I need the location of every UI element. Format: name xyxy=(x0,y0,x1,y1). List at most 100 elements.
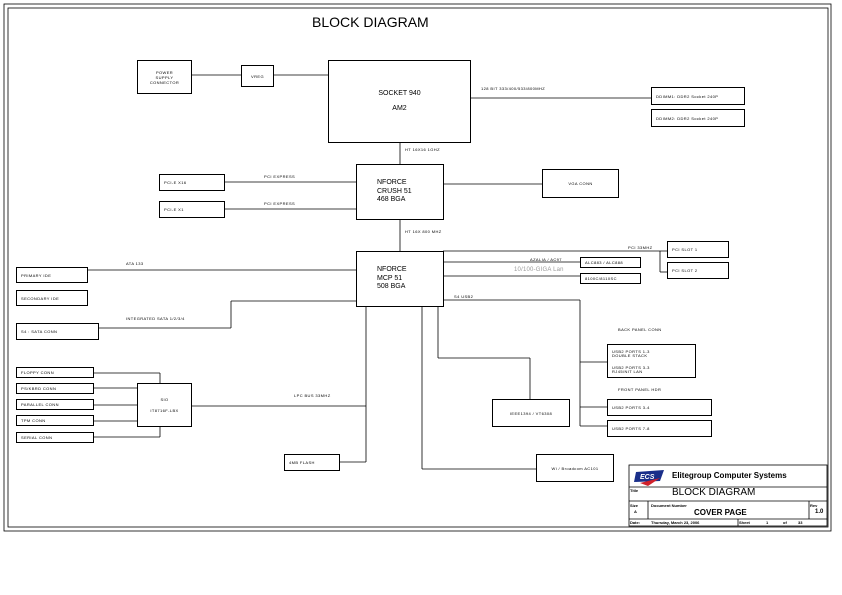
primary-ide-label: PRIMARY IDE xyxy=(21,272,52,278)
power-supply-connector: POWER SUPPLY CONNECTOR xyxy=(137,60,192,94)
svg-text:ECS: ECS xyxy=(640,474,655,481)
keyboard-conn-label: PS/KBRD CONN xyxy=(21,386,57,391)
serial-conn-block: SERIAL CONN xyxy=(16,432,94,443)
ht-cpu-label: HT 16X16 1GHZ xyxy=(405,147,440,152)
usb-bus-label: S4 USB2 xyxy=(454,294,474,299)
sheet-of-label: of xyxy=(783,520,787,525)
sheet-total: 33 xyxy=(798,520,803,525)
pcie-x1-bus-label: PCI EXPRESS xyxy=(264,201,296,206)
socket-type: AM2 xyxy=(392,104,407,112)
super-io-block: SIO IT8716F-LBX xyxy=(137,383,192,427)
pcie-x16-block: PCI-E X16 xyxy=(159,174,225,191)
rev-value: 1.0 xyxy=(815,509,824,515)
flash-label: 4MB FLASH xyxy=(289,460,315,465)
dimm2-block: DDIMM2: DDR2 Socket 240P xyxy=(651,109,745,127)
pci-slot2-block: PCI SLOT 2 xyxy=(667,262,729,279)
page-title: BLOCK DIAGRAM xyxy=(312,14,429,30)
pcie-x1-label: PCI-E X1 xyxy=(164,207,184,212)
pci-bus-label: PCI 33MHZ xyxy=(628,245,653,250)
flash-block: 4MB FLASH xyxy=(284,454,340,471)
usb-rear-block: USB2 PORTS 1-3 DOUBLE STACK USB2 PORTS 3… xyxy=(607,344,696,378)
date-value: Thursday, March 23, 2006 xyxy=(651,520,700,525)
inner-frame xyxy=(7,7,829,528)
outer-frame xyxy=(3,3,832,532)
primary-ide-block: PRIMARY IDE xyxy=(16,267,88,283)
ecs-logo: ECS xyxy=(634,470,664,486)
wireless-label: Wi / Broadcom AC101 xyxy=(551,465,599,471)
lan-phy-block: 8100C/8110SC xyxy=(580,273,641,284)
floppy-conn-label: FLOPPY CONN xyxy=(21,370,54,375)
tpm-conn-label: TPM CONN xyxy=(21,418,46,423)
sio-line1: SIO xyxy=(160,397,169,402)
power-supply-line2: SUPPLY xyxy=(155,74,174,80)
title-label: Title xyxy=(630,488,639,493)
pcie-x16-label: PCI-E X16 xyxy=(164,180,187,185)
vreg-label: VREG xyxy=(251,73,264,79)
pcie-x1-block: PCI-E X1 xyxy=(159,201,225,218)
memory-bus-label: 128 BIT 333/400/533/800MHZ xyxy=(481,86,546,91)
sheet-label: Sheet xyxy=(739,520,750,525)
mcp-line2: MCP 51 xyxy=(377,274,403,282)
pci-slot1-block: PCI SLOT 1 xyxy=(667,241,729,258)
ht-chip-label: HT 16X 800 MHZ xyxy=(405,229,442,234)
nforce-crush-block: NFORCE CRUSH 51 468 BGA xyxy=(356,164,444,220)
serial-conn-label: SERIAL CONN xyxy=(21,435,53,440)
usb-front2-label: USB2 PORTS 7-8 xyxy=(612,426,650,431)
company-name: Elitegroup Computer Systems xyxy=(672,471,787,480)
power-supply-line1: POWER xyxy=(155,69,174,75)
front-panel-label: FRONT PANEL HDR xyxy=(618,387,662,392)
keyboard-conn-block: PS/KBRD CONN xyxy=(16,383,94,394)
pcie-x16-bus-label: PCI EXPRESS xyxy=(264,174,296,179)
mcp-line3: 508 BGA xyxy=(377,283,406,291)
mcp-line1: NFORCE xyxy=(377,265,407,273)
crush-line2: CRUSH 51 xyxy=(377,187,412,195)
sata-conn-block: S4 : SATA CONN xyxy=(16,323,99,340)
sata-bus-label: INTEGRATED SATA 1/2/3/4 xyxy=(126,316,185,321)
usb-front1-block: USB2 PORTS 3-4 xyxy=(607,399,712,416)
ieee1394-label: IEEE1394 / VT6308 xyxy=(509,410,553,416)
pci-slot1-label: PCI SLOT 1 xyxy=(672,247,698,252)
dimm1-label: DDIMM1: DDR2 Socket 240P xyxy=(656,93,719,99)
parallel-conn-block: PARALLEL CONN xyxy=(16,399,94,410)
lan-phy-label: 8100C/8110SC xyxy=(585,276,617,281)
crush-line1: NFORCE xyxy=(377,178,407,186)
lan-label: 10/100-GIGA Lan xyxy=(514,267,564,273)
power-supply-line3: CONNECTOR xyxy=(149,79,180,85)
usb-rear2-line1: USB2 PORTS 3-3 xyxy=(612,364,650,370)
size-label: Size xyxy=(630,503,639,508)
audio-codec-label: ALC883 / ALC888 xyxy=(585,260,624,265)
dimm2-label: DDIMM2: DDR2 Socket 240P xyxy=(656,115,719,121)
parallel-conn-label: PARALLEL CONN xyxy=(21,402,59,407)
vga-conn-label: VGA CONN xyxy=(568,181,593,186)
wireless-block: Wi / Broadcom AC101 xyxy=(536,454,614,482)
rev-label: Rev xyxy=(810,503,818,508)
usb-rear2-line2: RJ45/NIT LAN xyxy=(612,368,643,374)
usb-front2-block: USB2 PORTS 7-8 xyxy=(607,420,712,437)
lpc-bus-label: LPC BUS 33MHZ xyxy=(294,393,331,398)
socket-name: SOCKET 940 xyxy=(378,89,421,97)
date-label: Date: xyxy=(630,520,641,525)
tpm-conn-block: TPM CONN xyxy=(16,415,94,426)
sheet-title: BLOCK DIAGRAM xyxy=(672,487,756,498)
vreg-block: VREG xyxy=(241,65,274,87)
vga-conn-block: VGA CONN xyxy=(542,169,619,198)
document-number-value: COVER PAGE xyxy=(694,508,747,517)
ieee1394-block: IEEE1394 / VT6308 xyxy=(492,399,570,427)
pci-slot2-label: PCI SLOT 2 xyxy=(672,268,698,273)
secondary-ide-block: SECONDARY IDE xyxy=(16,290,88,306)
size-value: A xyxy=(634,509,637,514)
usb-rear1-line2: DOUBLE STACK xyxy=(612,352,648,358)
crush-line3: 468 BGA xyxy=(377,196,406,204)
sheet-number: 1 xyxy=(766,520,769,525)
nforce-mcp-block: NFORCE MCP 51 508 BGA xyxy=(356,251,444,307)
cpu-socket-block: SOCKET 940 AM2 xyxy=(328,60,471,143)
azalia-label: AZALIA / AC97 xyxy=(530,257,562,262)
back-panel-label: BACK PANEL CONN xyxy=(618,327,662,332)
ata-label: ATA 133 xyxy=(126,261,144,266)
sio-line2: IT8716F-LBX xyxy=(150,408,179,413)
usb-rear1-line1: USB2 PORTS 1-3 xyxy=(612,348,650,354)
document-number-label: Document Number xyxy=(651,503,687,508)
floppy-conn-block: FLOPPY CONN xyxy=(16,367,94,378)
